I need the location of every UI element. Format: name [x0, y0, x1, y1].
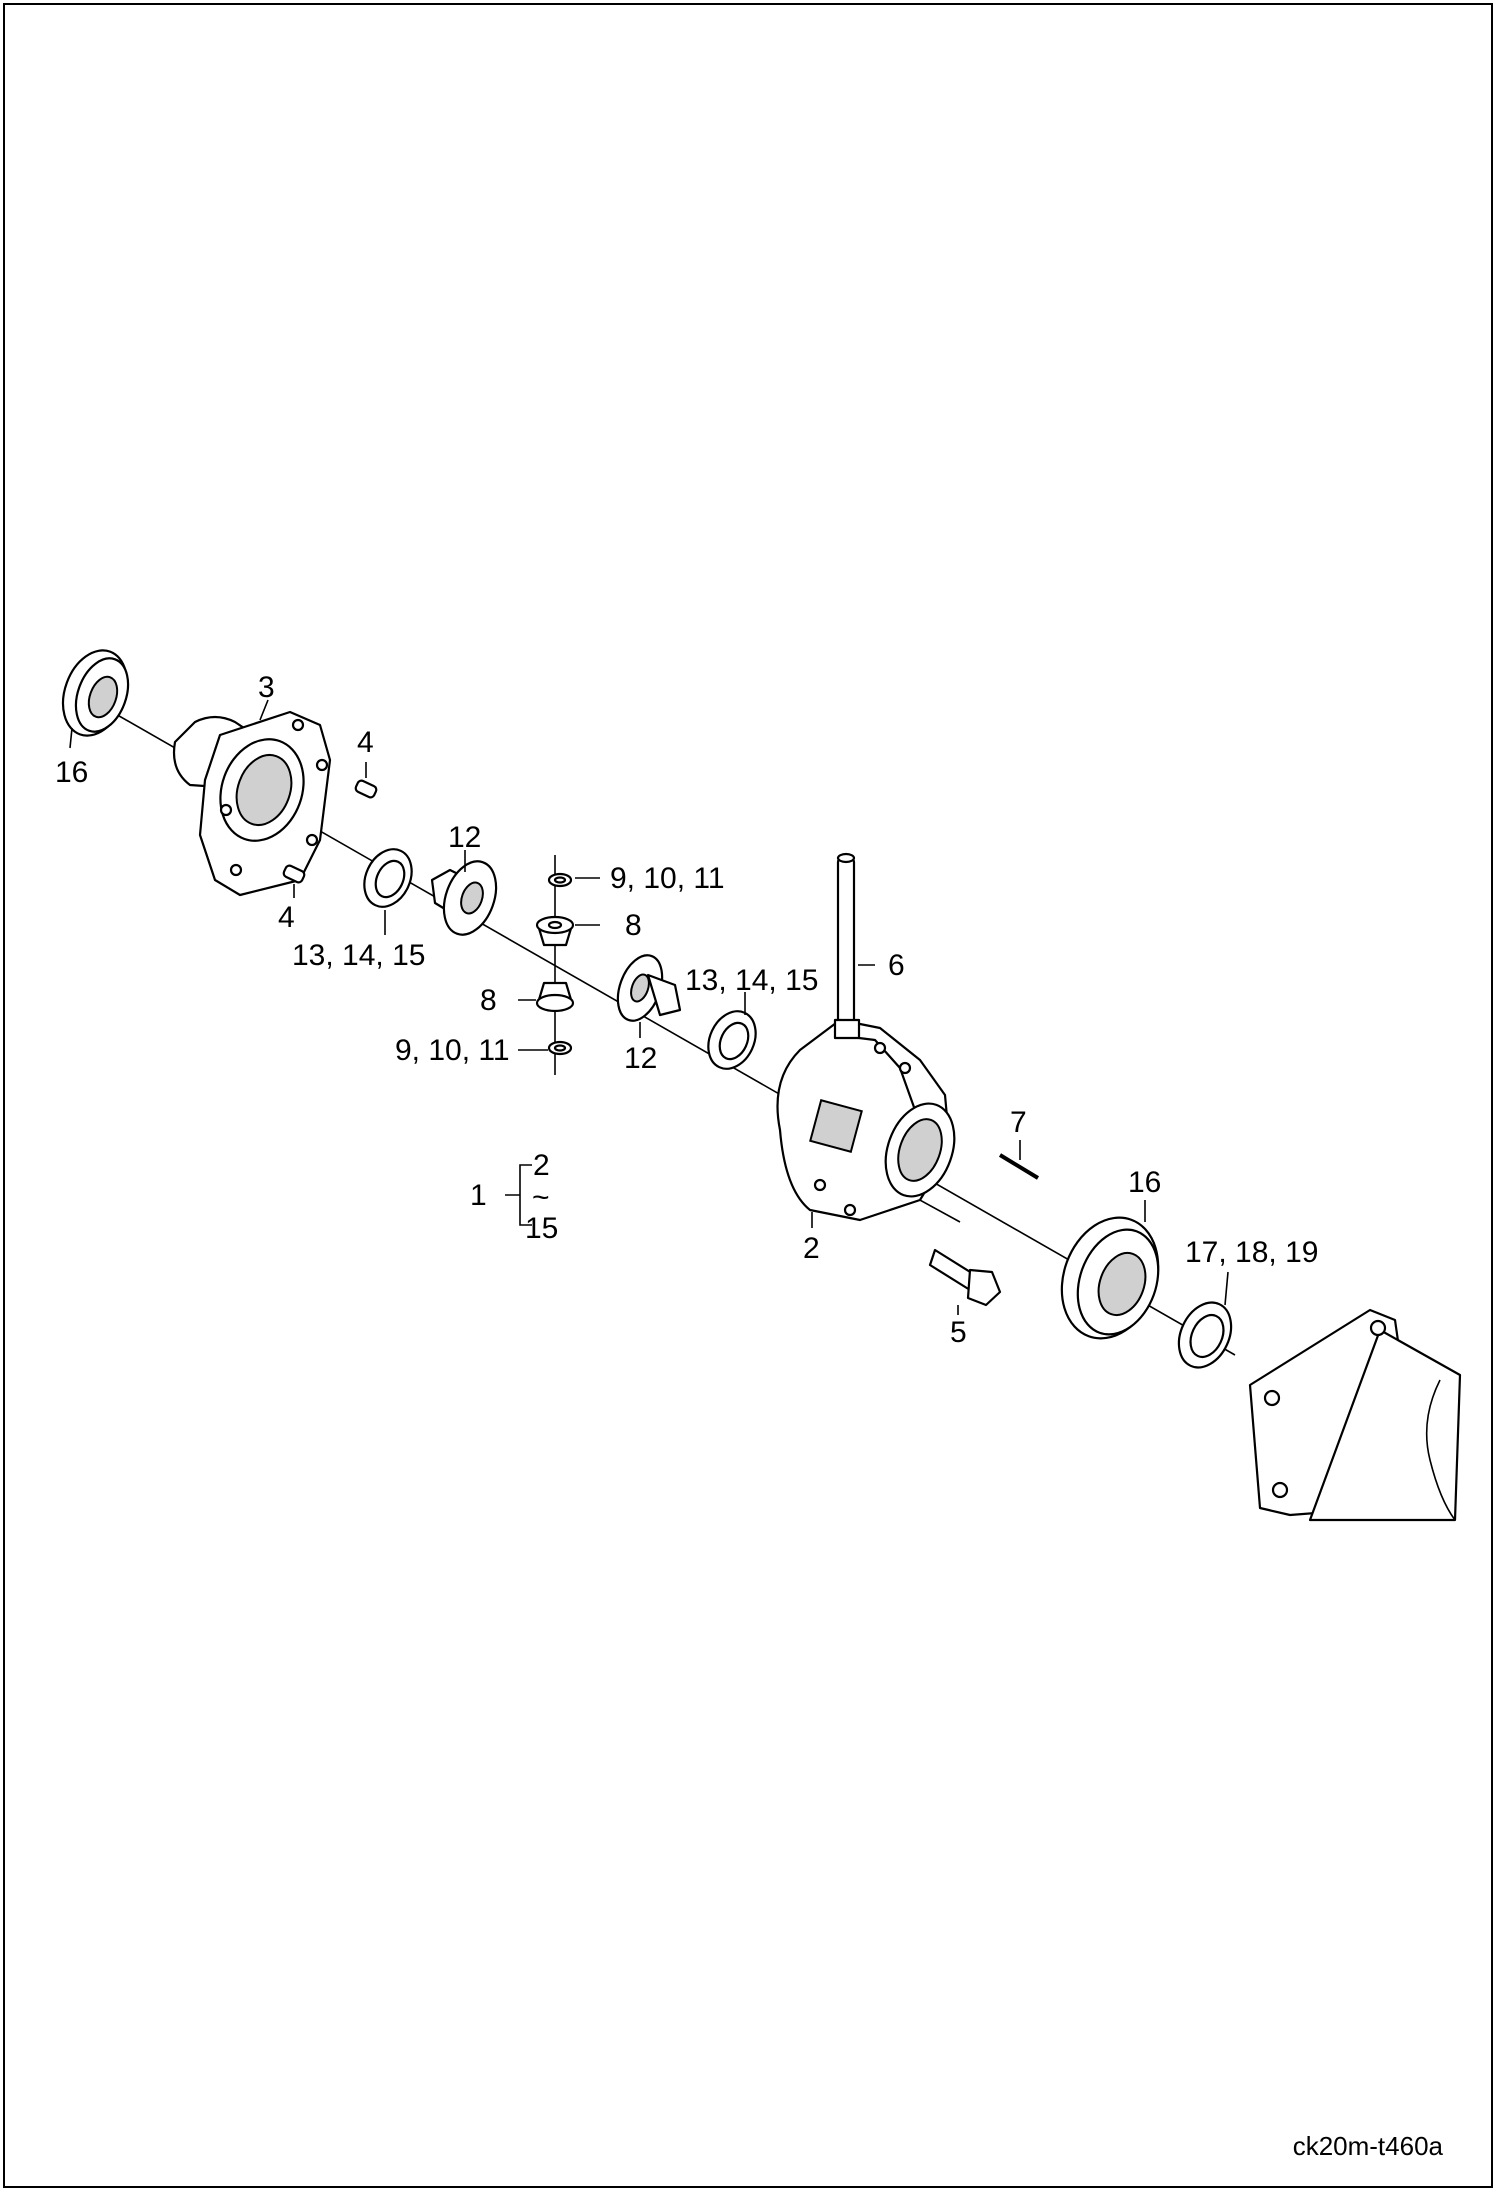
side-gear-right	[616, 954, 682, 1022]
dowel-pin-lower	[282, 864, 306, 884]
bearing-right	[1060, 1216, 1160, 1340]
lock-pin	[998, 1153, 1040, 1180]
leader-lines	[69, 699, 1229, 1315]
pinion-washer-upper	[547, 872, 573, 888]
thrust-washer-right	[707, 1010, 757, 1070]
side-gear-left	[430, 860, 498, 936]
label-4-lower: 4	[278, 901, 295, 934]
label-7: 7	[1010, 1106, 1027, 1139]
label-13-14-15-left: 13, 14, 15	[292, 939, 425, 972]
oil-seal-left	[61, 649, 130, 737]
label-12-lower: 12	[624, 1042, 657, 1075]
label-2: 2	[803, 1232, 820, 1265]
label-range-start-2: 2	[533, 1149, 550, 1182]
dowel-pin-upper	[354, 779, 378, 799]
pinion-gear-upper	[535, 915, 575, 947]
pinion-shaft	[836, 852, 856, 1030]
axle-housing-flange	[1248, 1308, 1462, 1522]
pinion-washer-lower	[547, 1040, 573, 1056]
label-4-upper: 4	[357, 726, 374, 759]
differential-case	[776, 1018, 956, 1222]
drawing-frame	[3, 3, 1493, 2188]
bolt	[928, 1248, 1002, 1307]
pinion-gear-lower	[535, 981, 575, 1013]
label-16-left: 16	[55, 756, 88, 789]
label-9-10-11-lower: 9, 10, 11	[395, 1034, 510, 1067]
thrust-washer-left	[363, 848, 413, 908]
differential-case-cover	[172, 710, 332, 897]
label-range-tilde: ~	[532, 1181, 550, 1214]
label-12-upper: 12	[448, 821, 481, 854]
label-17-18-19: 17, 18, 19	[1185, 1236, 1318, 1269]
shim	[1177, 1301, 1233, 1369]
label-8-lower: 8	[480, 984, 497, 1017]
label-3: 3	[258, 671, 275, 704]
label-5: 5	[950, 1316, 967, 1349]
label-13-14-15-right: 13, 14, 15	[685, 964, 818, 997]
callout-labels: 16 3 4 4 13, 14, 15 12 9, 10, 11 8 8 9, …	[55, 671, 1444, 2161]
label-8-upper: 8	[625, 909, 642, 942]
label-1: 1	[470, 1179, 487, 1212]
label-16-right: 16	[1128, 1166, 1161, 1199]
label-9-10-11-upper: 9, 10, 11	[610, 862, 725, 895]
label-range-end-15: 15	[525, 1212, 558, 1245]
label-6: 6	[888, 949, 905, 982]
reference-code: ck20m-t460a	[1293, 2131, 1444, 2161]
